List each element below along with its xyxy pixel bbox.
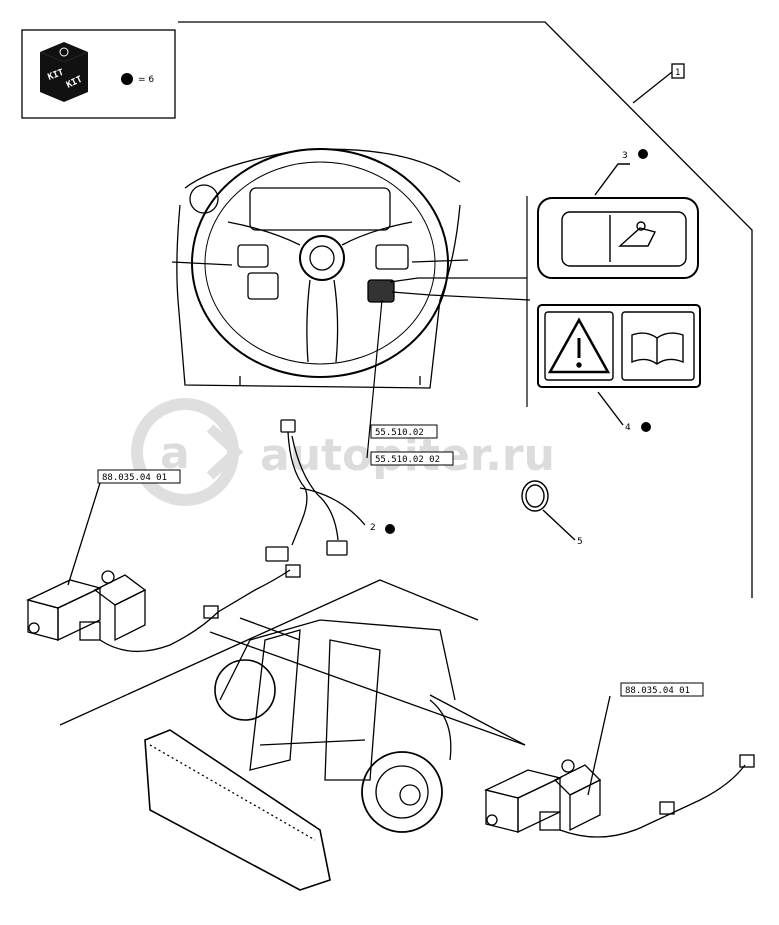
ref-box-1: 55.510.02 xyxy=(370,424,438,439)
callout-3: 3 xyxy=(622,151,628,161)
kit-bullet-icon xyxy=(121,73,133,85)
callout-3-bullet-icon xyxy=(638,149,648,159)
frame-label: 1 xyxy=(675,68,680,78)
ref-box-4: 88.035.04 01 xyxy=(620,682,704,697)
left-valve-drawing xyxy=(26,482,301,653)
callout-5: 5 xyxy=(577,537,583,547)
kit-qty: = 6 xyxy=(138,75,154,85)
callout-2: 2 xyxy=(370,523,376,533)
callout-2-bullet-icon xyxy=(385,524,395,534)
kit-cube-icon: KIT KIT xyxy=(40,42,88,102)
switch-decal xyxy=(537,163,699,279)
assembly-frame-line xyxy=(178,21,753,598)
svg-text:55.510.02: 55.510.02 xyxy=(375,428,424,438)
callout-4: 4 xyxy=(625,423,631,433)
svg-text:55.510.02 02: 55.510.02 02 xyxy=(375,455,440,465)
wiring-harness-drawing xyxy=(265,419,366,562)
watermark-arrow-icon xyxy=(206,424,244,480)
kit-box: KIT KIT = 6 xyxy=(21,29,176,119)
callout-4-bullet-icon xyxy=(641,422,651,432)
clamp-drawing xyxy=(521,480,576,541)
manual-book-icon xyxy=(631,332,684,365)
svg-text:88.035.04 01: 88.035.04 01 xyxy=(102,473,167,483)
steering-wheel-drawing xyxy=(171,148,469,389)
warning-decal xyxy=(537,304,701,426)
switch-leader-lines xyxy=(366,196,531,459)
ref-box-2: 55.510.02 02 xyxy=(370,451,454,466)
svg-text:88.035.04 01: 88.035.04 01 xyxy=(625,686,690,696)
watermark: a autopiter.ru xyxy=(131,398,555,506)
loader-machine-drawing xyxy=(59,579,526,891)
warning-triangle-icon xyxy=(547,317,611,374)
ref-box-3: 88.035.04 01 xyxy=(97,469,181,484)
right-valve-drawing xyxy=(484,695,755,838)
